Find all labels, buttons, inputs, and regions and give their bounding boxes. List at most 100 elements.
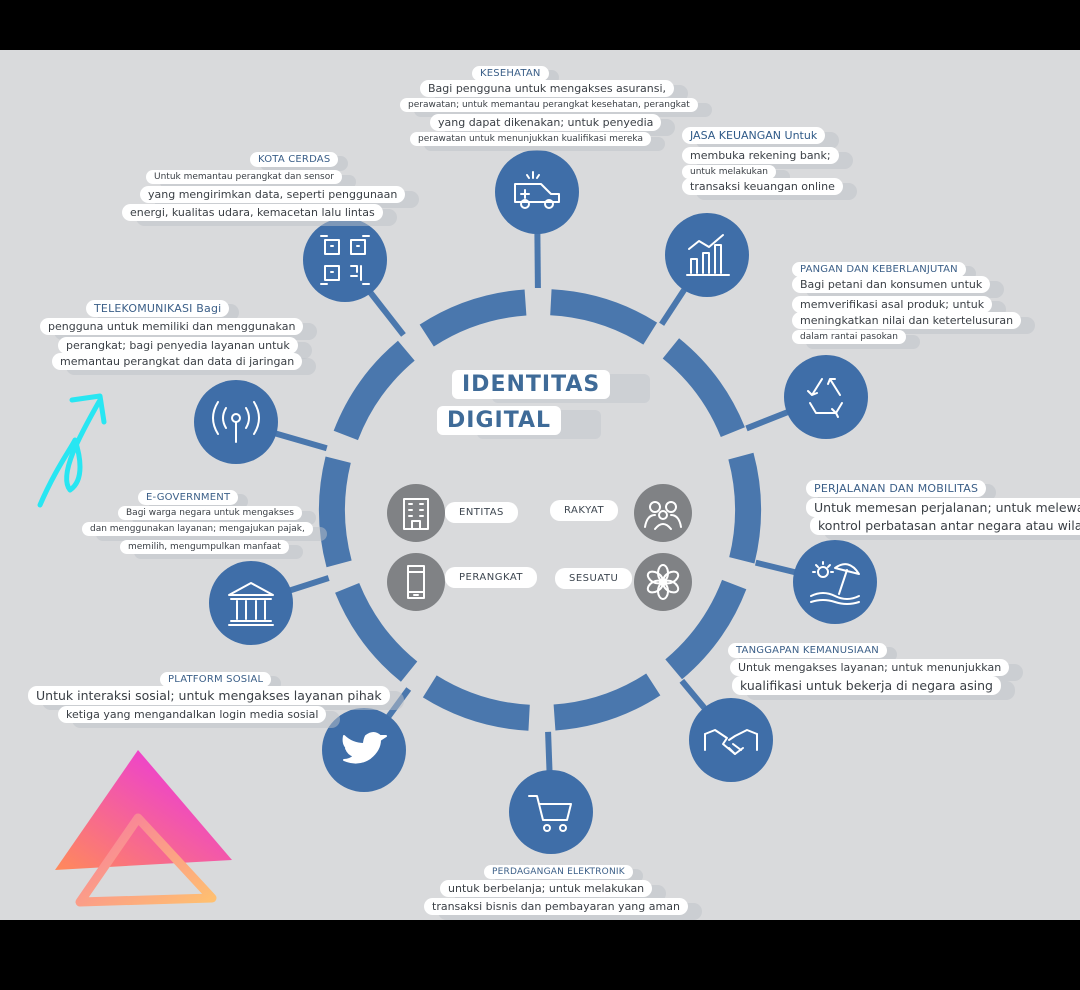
node-6 <box>509 770 593 854</box>
ring-segment <box>319 456 352 568</box>
ambulance-icon <box>514 171 560 209</box>
pangan-title: PANGAN DAN KEBERLANJUTAN <box>792 262 966 277</box>
node-5 <box>689 698 773 782</box>
e-government-text-2: dan menggunakan layanan; mengajukan paja… <box>82 522 313 536</box>
ring-segment <box>665 579 747 680</box>
diagram-canvas: IDENTITAS DIGITAL ENTITAS RAKYAT PERANGK… <box>0 50 1080 920</box>
phone-icon <box>407 565 425 599</box>
tanggapan-title: TANGGAPAN KEMANUSIAAN <box>728 643 887 658</box>
telekomunikasi-title: TELEKOMUNIKASI Bagi <box>86 300 230 317</box>
ring-segment <box>422 675 531 731</box>
platform-sosial-text-2: ketiga yang mengandalkan login media sos… <box>58 706 327 723</box>
bar-chart-icon <box>686 234 730 276</box>
ring-segment <box>335 582 418 682</box>
pangan-text-1: Bagi petani dan konsumen untuk <box>792 276 991 293</box>
recycle-icon <box>807 378 843 418</box>
inner-circle <box>634 484 692 542</box>
e-government-text-1: Bagi warga negara untuk mengakses <box>118 506 302 520</box>
ring-segment <box>333 340 415 441</box>
node-circle <box>793 540 877 624</box>
inner-node-3 <box>387 553 445 611</box>
jasa-keuangan-text-1: membuka rekening bank; <box>682 147 839 164</box>
kesehatan-text-1: Bagi pengguna untuk mengakses asuransi, <box>420 80 675 97</box>
node-9 <box>194 380 278 464</box>
inner-label-entitas: ENTITAS <box>445 502 518 523</box>
inner-label-perangkat: PERANGKAT <box>445 567 538 588</box>
inner-circle <box>387 484 445 542</box>
node-circles <box>194 150 877 854</box>
ring-segment <box>549 289 658 345</box>
platform-sosial-title: PLATFORM SOSIAL <box>160 672 272 687</box>
node-circle <box>784 355 868 439</box>
perdagangan-text-2: transaksi bisnis dan pembayaran yang ama… <box>424 898 688 915</box>
node-circle <box>495 150 579 234</box>
ring-segment <box>728 452 761 564</box>
perjalanan-text-1: Untuk memesan perjalanan; untuk melewati <box>806 498 1080 517</box>
e-government-title: E-GOVERNMENT <box>138 490 239 505</box>
tanggapan-text-2: kualifikasi untuk bekerja di negara asin… <box>732 676 1001 695</box>
node-7 <box>322 708 406 792</box>
flower-icon <box>646 564 680 600</box>
ring-segment <box>553 673 661 731</box>
bank-icon <box>228 582 274 626</box>
perjalanan-title: PERJALANAN DAN MOBILITAS <box>806 480 987 497</box>
node-circle <box>665 213 749 297</box>
telekomunikasi-text-1: pengguna untuk memiliki dan menggunakan <box>40 318 304 335</box>
node-8 <box>209 561 293 645</box>
cart-icon <box>528 795 572 832</box>
node-circle <box>689 698 773 782</box>
node-circle <box>509 770 593 854</box>
node-circle <box>303 218 387 302</box>
ring-segment <box>662 338 745 438</box>
kota-cerdas-text-1: Untuk memantau perangkat dan sensor <box>146 170 342 184</box>
jasa-keuangan-text-2: untuk melakukan <box>682 165 776 179</box>
telekomunikasi-text-3: memantau perangkat dan data di jaringan <box>52 353 303 370</box>
diagram-graphics <box>37 150 877 907</box>
kesehatan-title: KESEHATAN <box>472 66 549 81</box>
cyan-arrow-decoration <box>37 393 107 508</box>
jasa-keuangan-title: JASA KEUANGAN Untuk <box>682 127 826 144</box>
node-4 <box>793 540 877 624</box>
center-title-line1: IDENTITAS <box>452 370 611 399</box>
inner-circles <box>387 484 692 611</box>
kesehatan-text-4: perawatan untuk menunjukkan kualifikasi … <box>410 132 651 146</box>
inner-label-rakyat: RAKYAT <box>550 500 619 521</box>
kota-cerdas-text-2: yang mengirimkan data, seperti penggunaa… <box>140 186 406 203</box>
triangle-decoration <box>55 750 232 870</box>
kota-cerdas-text-3: energi, kualitas udara, kemacetan lalu l… <box>122 204 383 221</box>
antenna-icon <box>212 401 260 443</box>
people-icon <box>644 501 682 530</box>
handshake-icon <box>704 729 758 755</box>
pangan-text-4: dalam rantai pasokan <box>792 330 906 344</box>
perdagangan-text-1: untuk berbelanja; untuk melakukan <box>440 880 653 897</box>
inner-node-1 <box>387 484 445 542</box>
telekomunikasi-text-2: perangkat; bagi penyedia layanan untuk <box>58 337 298 354</box>
node-10 <box>303 218 387 302</box>
building-icon <box>403 498 429 530</box>
pangan-text-2: memverifikasi asal produk; untuk <box>792 296 993 313</box>
beach-icon <box>810 561 860 605</box>
qr-code-icon <box>320 235 370 285</box>
ring-segment <box>419 289 527 347</box>
triangle-outline-decoration <box>75 813 217 907</box>
platform-sosial-text-1: Untuk interaksi sosial; untuk mengakses … <box>28 686 390 705</box>
central-ring <box>319 289 761 731</box>
inner-label-sesuatu: SESUATU <box>555 568 633 589</box>
node-1 <box>495 150 579 234</box>
inner-node-2 <box>634 484 692 542</box>
inner-circle <box>387 553 445 611</box>
perjalanan-text-2: kontrol perbatasan antar negara atau wil… <box>810 516 1080 535</box>
node-3 <box>784 355 868 439</box>
kesehatan-text-3: yang dapat dikenakan; untuk penyedia <box>430 114 662 131</box>
center-title-line2: DIGITAL <box>437 406 562 435</box>
kota-cerdas-title: KOTA CERDAS <box>250 152 339 167</box>
perdagangan-title: PERDAGANGAN ELEKTRONIK <box>484 865 633 879</box>
inner-node-4 <box>634 553 692 611</box>
jasa-keuangan-text-3: transaksi keuangan online <box>682 178 843 195</box>
node-circle <box>209 561 293 645</box>
pangan-text-3: meningkatkan nilai dan ketertelusuran <box>792 312 1022 329</box>
twitter-bird-icon <box>342 732 387 764</box>
e-government-text-3: memilih, mengumpulkan manfaat <box>120 540 289 554</box>
kesehatan-text-2: perawatan; untuk memantau perangkat kese… <box>400 98 698 112</box>
node-2 <box>665 213 749 297</box>
